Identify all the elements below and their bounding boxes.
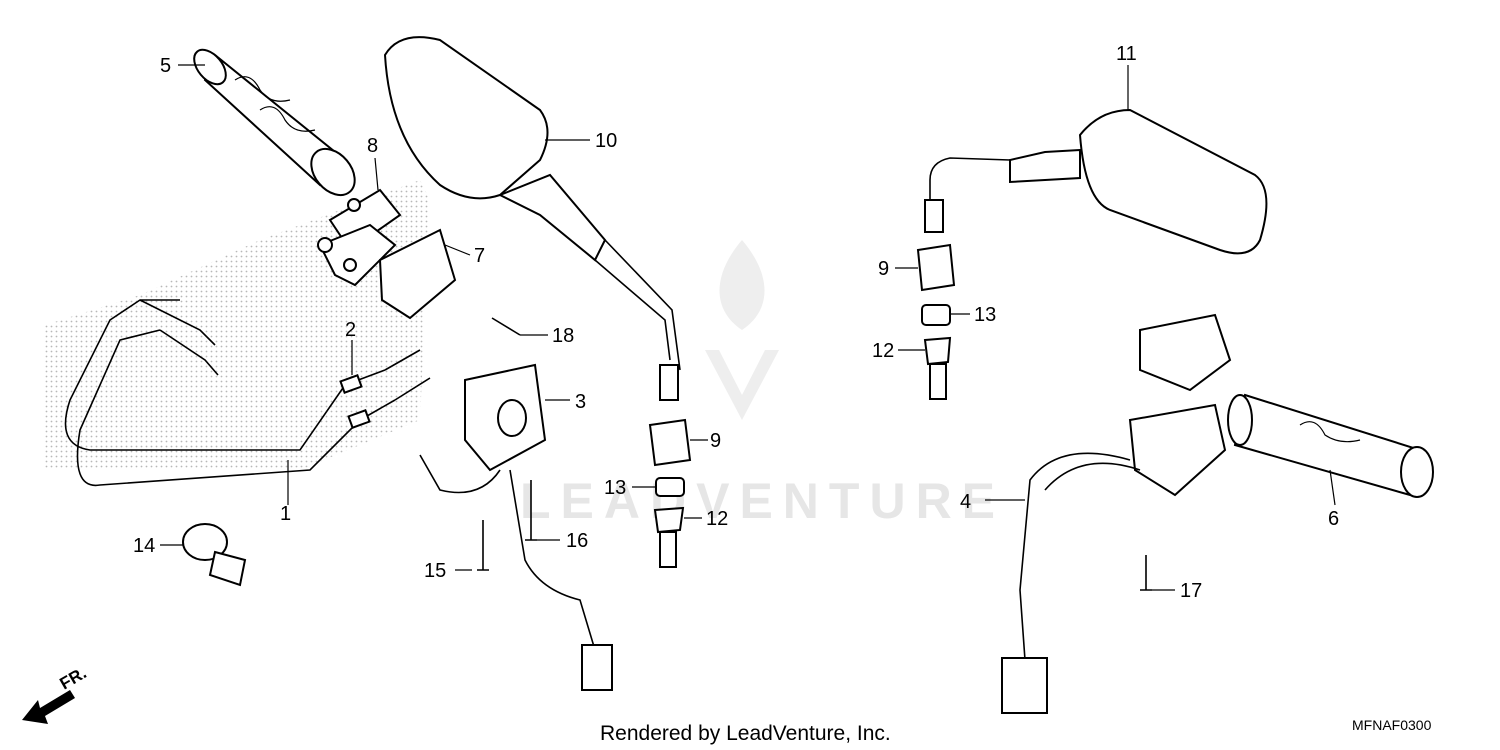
callout-15: 15: [424, 560, 446, 582]
leader-lines: [160, 64, 1336, 591]
callout-2: 2: [345, 319, 356, 341]
callout-6: 6: [1328, 508, 1339, 530]
watermark-text: LEADVENTURE: [520, 473, 1005, 529]
callout-14: 14: [133, 535, 155, 557]
throttle-cables: [64, 299, 431, 487]
callout-11: 11: [1116, 43, 1137, 65]
right-handlebar-switch: [1001, 313, 1232, 714]
switch-housing: [317, 188, 457, 320]
callout-4: 4: [960, 491, 971, 513]
callout-17: 17: [1180, 580, 1202, 602]
callout-12-left: 12: [706, 508, 728, 530]
callout-16: 16: [566, 530, 588, 552]
cable-clamp: [182, 523, 247, 587]
screw-18: [491, 317, 521, 336]
front-direction-indicator: FR.: [22, 663, 90, 724]
callout-10: 10: [595, 130, 617, 152]
callout-3: 3: [575, 391, 586, 413]
callout-9-left: 9: [710, 430, 721, 452]
left-mirror: [383, 36, 681, 401]
callout-8: 8: [367, 135, 378, 157]
callout-9-right: 9: [878, 258, 889, 280]
callout-13-right: 13: [974, 304, 996, 326]
left-handlebar-switch: [419, 363, 613, 691]
screws-left: [477, 480, 537, 571]
right-mirror: [924, 108, 1268, 255]
throttle-grip: [193, 48, 356, 197]
left-mirror-hardware: [648, 418, 692, 568]
callout-5: 5: [160, 55, 171, 77]
right-grip: [1227, 393, 1434, 498]
right-mirror-hardware: [916, 243, 956, 400]
rendered-by-text: Rendered by LeadVenture, Inc.: [600, 722, 891, 745]
callouts: 1 2 3 4 5 6 7 8 9 9 10 11 12 12 13 13 14…: [133, 43, 1339, 602]
diagram-code: MFNAF0300: [1352, 717, 1432, 733]
callout-13-left: 13: [604, 477, 626, 499]
leadventure-watermark: LEADVENTURE: [520, 240, 1005, 529]
callout-1: 1: [280, 503, 291, 525]
fr-label: FR.: [57, 663, 90, 693]
callout-18: 18: [552, 325, 574, 347]
callout-7: 7: [474, 245, 485, 267]
callout-12-right: 12: [872, 340, 894, 362]
